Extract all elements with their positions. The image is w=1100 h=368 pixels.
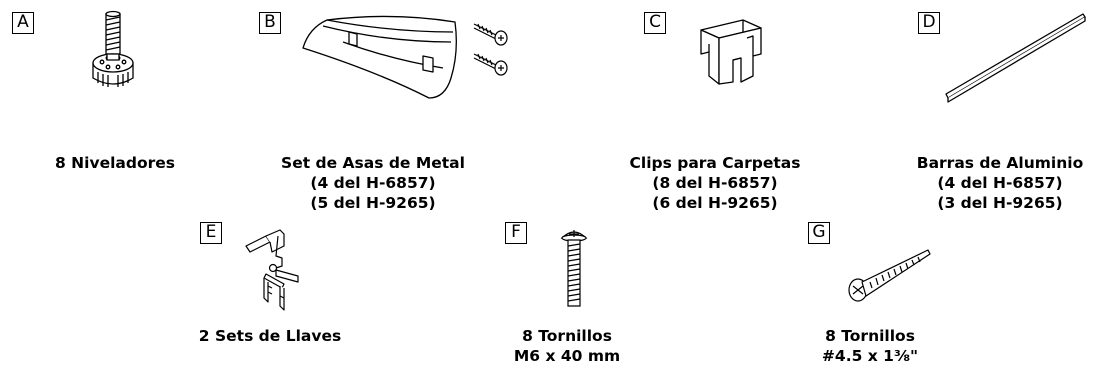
part-caption-f: 8 Tornillos M6 x 40 mm — [497, 326, 637, 366]
caption-line: (8 del H-6857) — [652, 174, 778, 192]
part-letter-g: G — [808, 222, 830, 244]
caption-line: (6 del H-9265) — [652, 194, 778, 212]
caption-line: Set de Asas de Metal — [281, 154, 465, 172]
part-letter-a: A — [12, 12, 34, 34]
part-letter-e: E — [200, 222, 222, 244]
aluminum-bar-icon — [940, 8, 1090, 104]
caption-line: 8 Tornillos — [522, 327, 612, 345]
folder-clip-icon — [685, 14, 775, 100]
part-caption-d: Barras de Aluminio (4 del H-6857) (3 del… — [905, 153, 1095, 213]
wood-screw-icon — [846, 244, 936, 308]
part-letter-b: B — [259, 12, 281, 34]
leveler-icon — [80, 8, 150, 87]
caption-line: 8 Tornillos — [825, 327, 915, 345]
part-caption-b: Set de Asas de Metal (4 del H-6857) (5 d… — [273, 153, 473, 213]
caption-line: #4.5 x 1⅜" — [821, 347, 919, 365]
caption-line: (3 del H-9265) — [937, 194, 1063, 212]
caption-line: 2 Sets de Llaves — [198, 327, 342, 345]
caption-line: 8 Niveladores — [55, 154, 175, 172]
caption-line: (4 del H-6857) — [310, 174, 436, 192]
caption-line: Barras de Aluminio — [916, 154, 1084, 172]
part-caption-g: 8 Tornillos #4.5 x 1⅜" — [800, 326, 940, 366]
handle-screws-icon — [470, 20, 512, 82]
keys-icon — [236, 222, 316, 312]
machine-screw-icon — [554, 230, 594, 312]
caption-line: (4 del H-6857) — [937, 174, 1063, 192]
caption-line: (5 del H-9265) — [310, 194, 436, 212]
part-caption-c: Clips para Carpetas (8 del H-6857) (6 de… — [615, 153, 815, 213]
part-letter-d: D — [918, 12, 940, 34]
caption-line: M6 x 40 mm — [513, 347, 621, 365]
part-letter-f: F — [505, 222, 527, 244]
part-letter-c: C — [644, 12, 666, 34]
metal-handle-icon — [283, 12, 463, 104]
part-caption-e: 2 Sets de Llaves — [190, 326, 350, 346]
caption-line: Clips para Carpetas — [629, 154, 801, 172]
part-caption-a: 8 Niveladores — [35, 153, 195, 173]
